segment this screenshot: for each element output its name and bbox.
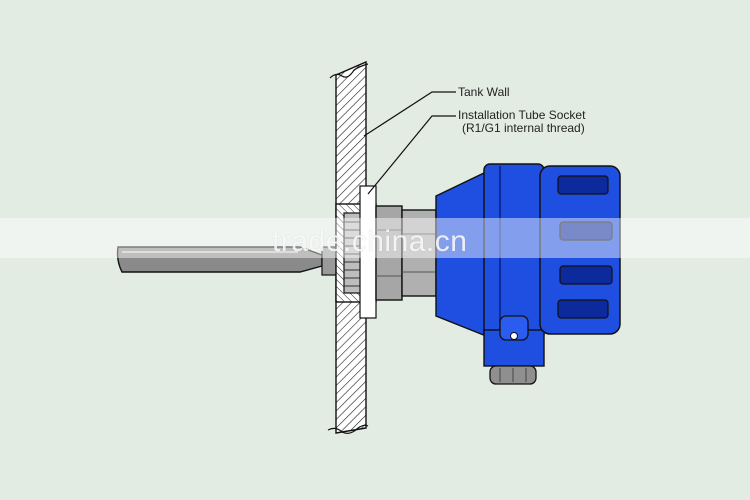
- housing-fins: [557, 175, 613, 319]
- blue-housing: [435, 163, 621, 367]
- cable-gland: [489, 365, 537, 385]
- process-connection: [321, 185, 437, 319]
- leader-lines: [363, 91, 456, 195]
- watermark-band: [0, 218, 750, 258]
- tank-wall-label: Tank Wall: [458, 85, 510, 99]
- socket-label: Installation Tube Socket: [458, 108, 586, 122]
- watermark-text: trade.china.cn: [272, 225, 468, 258]
- thread-label: (R1/G1 internal thread): [462, 121, 585, 135]
